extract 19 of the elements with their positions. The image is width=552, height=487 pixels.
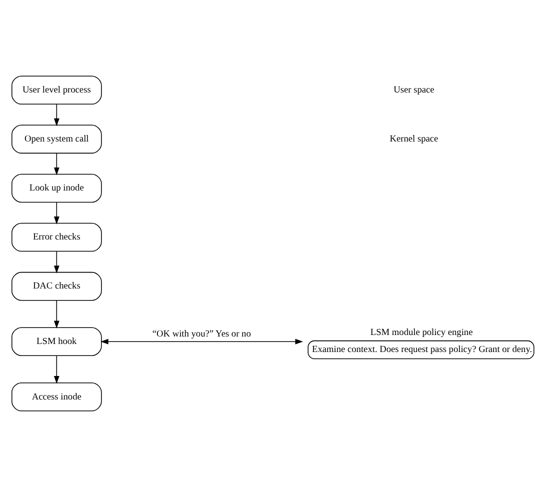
node-box: Examine context. Does request pass policy? Grant or deny. — [308, 340, 534, 360]
arrow — [54, 355, 60, 384]
arrow — [54, 202, 60, 224]
node-box: User level process — [12, 76, 102, 105]
node-box: LSM hook — [12, 327, 102, 356]
arrow — [54, 153, 60, 176]
arrow — [54, 300, 60, 328]
node-label: LSM module policy engine — [370, 328, 473, 338]
node-box: Error checks — [12, 222, 102, 252]
node-box: Access inode — [12, 382, 102, 412]
node-box: DAC checks — [12, 272, 102, 301]
edge-label: “OK with you?” Yes or no — [152, 330, 251, 340]
label: User space — [394, 86, 434, 96]
node-box: Look up inode — [12, 174, 102, 203]
node-box: Open system call — [12, 124, 102, 154]
arrow — [54, 251, 60, 274]
arrow — [54, 104, 60, 126]
arrow — [100, 338, 304, 344]
label: Kernel space — [390, 134, 438, 145]
